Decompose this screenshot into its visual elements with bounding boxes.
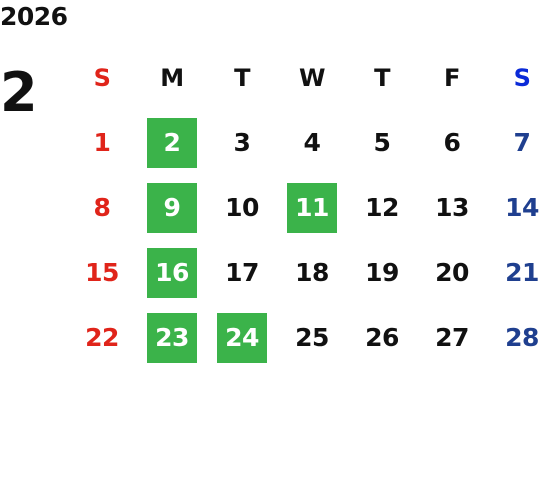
day-cell[interactable]: 17	[225, 258, 259, 287]
day-cell[interactable]: 10	[225, 193, 259, 222]
month-number: 2	[0, 61, 38, 124]
day-cell-highlighted[interactable]: 11	[277, 175, 347, 240]
day-cell[interactable]: 14	[505, 193, 539, 222]
day-cell[interactable]: 8	[93, 193, 111, 222]
day-cell[interactable]: 7	[513, 128, 531, 157]
day-cell-highlighted[interactable]: 23	[137, 305, 207, 370]
week-row: 22 23 24 25 26 27 28	[67, 305, 548, 370]
day-cell[interactable]: 28	[505, 323, 539, 352]
day-cell[interactable]: 6	[443, 128, 461, 157]
day-cell[interactable]: 12	[365, 193, 399, 222]
weekday-header-row: S M T W T F S	[67, 45, 548, 110]
year-label: 2026	[0, 2, 68, 31]
day-cell[interactable]: 18	[295, 258, 329, 287]
day-cell[interactable]: 13	[435, 193, 469, 222]
weekday-header-thursday: T	[374, 63, 390, 92]
day-cell-highlighted[interactable]: 24	[207, 305, 277, 370]
day-cell-highlighted[interactable]: 16	[137, 240, 207, 305]
day-cell[interactable]: 21	[505, 258, 539, 287]
day-cell[interactable]: 20	[435, 258, 469, 287]
weekday-header-sunday: S	[93, 63, 111, 92]
day-cell[interactable]: 3	[233, 128, 251, 157]
day-cell-highlighted[interactable]: 2	[137, 110, 207, 175]
day-cell[interactable]: 5	[373, 128, 391, 157]
day-cell[interactable]: 19	[365, 258, 399, 287]
week-row: 1 2 3 4 5 6 7	[67, 110, 548, 175]
day-cell[interactable]: 22	[85, 323, 119, 352]
day-cell[interactable]: 26	[365, 323, 399, 352]
weekday-header-wednesday: W	[299, 63, 325, 92]
week-row: 15 16 17 18 19 20 21	[67, 240, 548, 305]
weekday-header-monday: M	[160, 63, 184, 92]
day-cell[interactable]: 1	[93, 128, 111, 157]
calendar-grid: S M T W T F S 1 2 3 4 5 6 7 8 9 10 11 12…	[67, 45, 548, 370]
day-cell[interactable]: 4	[303, 128, 321, 157]
week-row: 8 9 10 11 12 13 14	[67, 175, 548, 240]
day-cell-highlighted[interactable]: 9	[137, 175, 207, 240]
weekday-header-friday: F	[444, 63, 460, 92]
day-cell[interactable]: 15	[85, 258, 119, 287]
day-cell[interactable]: 27	[435, 323, 469, 352]
weekday-header-tuesday: T	[234, 63, 250, 92]
day-cell[interactable]: 25	[295, 323, 329, 352]
weekday-header-saturday: S	[513, 63, 531, 92]
